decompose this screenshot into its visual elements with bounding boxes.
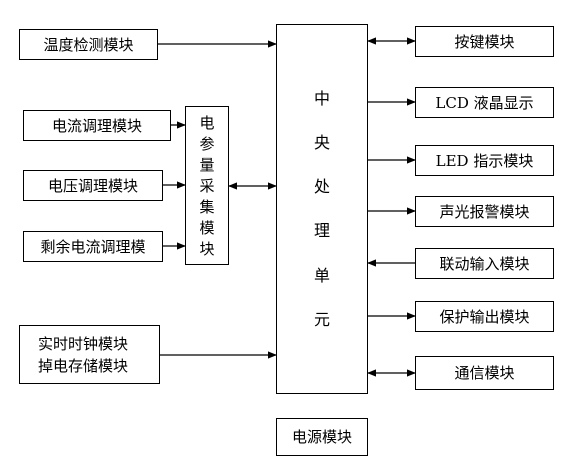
comm-module: 通信模块 <box>415 356 554 390</box>
temp-detect-label: 温度检测模块 <box>43 35 134 54</box>
elec-param-module: 电 参 量 采 集 模 块 <box>185 106 229 265</box>
keypad-label: 按键模块 <box>454 32 515 51</box>
cpu-label: 中 央 处 理 单 元 <box>314 64 330 354</box>
current-cond-label: 电流调理模块 <box>51 116 142 135</box>
power-down-storage-label: 掉电存储模块 <box>38 356 129 375</box>
keypad-module: 按键模块 <box>415 26 554 57</box>
elec-param-char: 量 <box>199 155 215 174</box>
temp-detect-module: 温度检测模块 <box>19 29 158 60</box>
voltage-cond-label: 电压调理模块 <box>47 176 138 195</box>
led-label: LED 指示模块 <box>435 151 534 170</box>
alarm-module: 声光报警模块 <box>415 196 554 227</box>
cpu-char: 理 <box>313 221 330 241</box>
cpu-unit: 中 央 处 理 单 元 <box>276 24 368 394</box>
elec-param-char: 块 <box>199 239 215 258</box>
comm-label: 通信模块 <box>454 364 515 382</box>
protect-output-label: 保护输出模块 <box>439 307 530 326</box>
voltage-cond-module: 电压调理模块 <box>23 170 163 201</box>
led-module: LED 指示模块 <box>415 145 554 176</box>
elec-param-char: 参 <box>199 134 215 153</box>
elec-param-label: 电 参 量 采 集 模 块 <box>199 111 214 261</box>
power-label: 电源模块 <box>291 428 352 446</box>
cpu-char: 处 <box>313 177 330 197</box>
residual-cond-module: 剩余电流调理模 <box>23 231 163 262</box>
elec-param-char: 模 <box>199 218 215 237</box>
elec-param-char: 电 <box>199 113 215 132</box>
linkage-input-module: 联动输入模块 <box>415 248 554 279</box>
cpu-char: 央 <box>313 133 330 153</box>
linkage-input-label: 联动输入模块 <box>439 254 530 273</box>
current-cond-module: 电流调理模块 <box>23 110 171 141</box>
elec-param-char: 集 <box>199 197 215 216</box>
cpu-char: 单 <box>313 265 330 285</box>
alarm-label: 声光报警模块 <box>439 202 530 221</box>
lcd-label: LCD 液晶显示 <box>435 93 534 112</box>
elec-param-char: 采 <box>199 176 215 195</box>
cpu-char: 元 <box>313 309 330 329</box>
rtc-storage-module: 实时时钟模块 掉电存储模块 <box>19 325 160 384</box>
residual-cond-label: 剩余电流调理模 <box>40 237 146 256</box>
power-module: 电源模块 <box>276 418 368 456</box>
cpu-char: 中 <box>313 88 330 108</box>
lcd-module: LCD 液晶显示 <box>415 87 554 118</box>
rtc-label: 实时时钟模块 <box>38 334 129 353</box>
protect-output-module: 保护输出模块 <box>415 301 554 332</box>
